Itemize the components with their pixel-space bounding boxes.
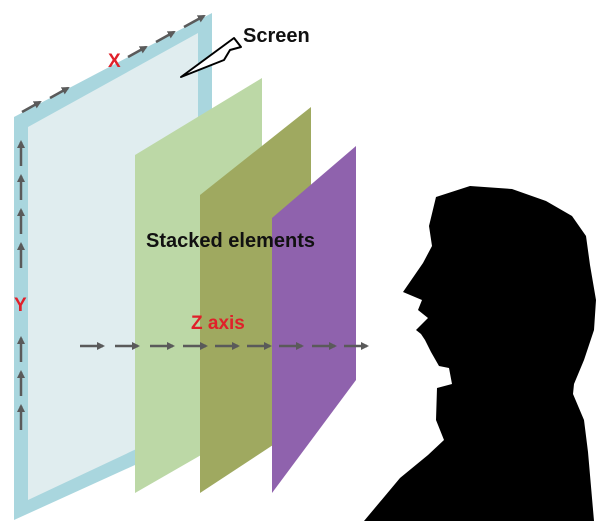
screen-callout-pointer xyxy=(180,37,242,78)
z-axis-label: Z axis xyxy=(191,313,245,334)
y-axis-label: Y xyxy=(14,295,27,316)
x-axis-arrows xyxy=(21,14,206,114)
stacked-elements-label: Stacked elements xyxy=(146,230,315,252)
layer-purple xyxy=(272,146,356,493)
viewer-silhouette xyxy=(364,186,596,521)
x-axis-label: X xyxy=(108,51,121,72)
screen-label: Screen xyxy=(243,25,310,47)
